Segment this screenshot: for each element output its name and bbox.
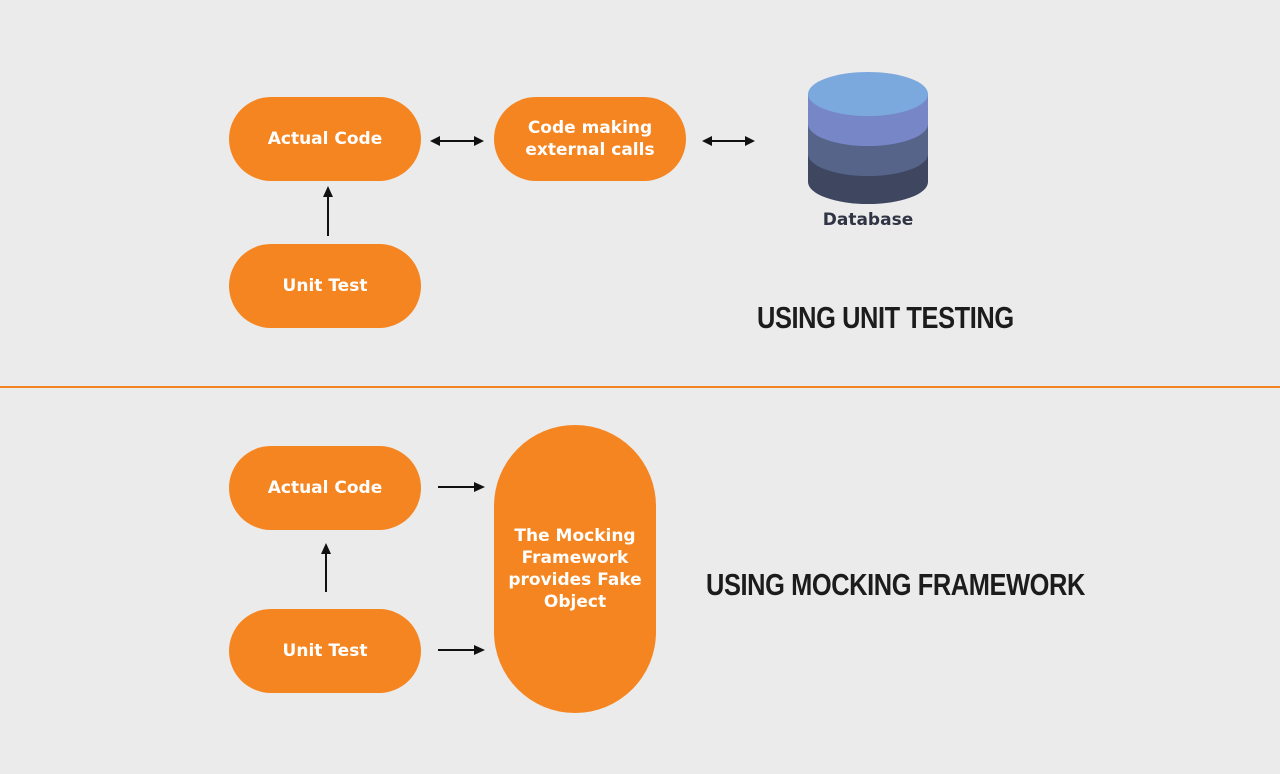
- up-arrow-icon: [321, 543, 331, 592]
- up-arrow-icon: [323, 186, 333, 236]
- database-icon: [808, 72, 928, 204]
- top-actual-code-node: Actual Code: [229, 97, 421, 181]
- database-label: Database: [822, 210, 914, 230]
- top-unit-test-node: Unit Test: [229, 244, 421, 328]
- bottom-unit-test-node: Unit Test: [229, 609, 421, 693]
- double-arrow-icon: [430, 136, 484, 146]
- right-arrow-icon: [438, 645, 485, 655]
- double-arrow-icon: [702, 136, 755, 146]
- mocking-framework-node: The Mocking Framework provides Fake Obje…: [494, 425, 656, 713]
- mocking-framework-heading: USING MOCKING FRAMEWORK: [706, 567, 1085, 602]
- external-calls-label: Code making external calls: [525, 118, 655, 160]
- mocking-framework-label: The Mocking Framework provides Fake Obje…: [508, 526, 642, 612]
- top-actual-code-label: Actual Code: [267, 129, 383, 149]
- section-divider: [0, 386, 1280, 388]
- top-unit-test-label: Unit Test: [282, 276, 368, 296]
- bottom-actual-code-label: Actual Code: [267, 478, 383, 498]
- bottom-actual-code-node: Actual Code: [229, 446, 421, 530]
- bottom-unit-test-label: Unit Test: [282, 641, 368, 661]
- right-arrow-icon: [438, 482, 485, 492]
- unit-testing-heading: USING UNIT TESTING: [757, 300, 1014, 335]
- external-calls-node: Code making external calls: [494, 97, 686, 181]
